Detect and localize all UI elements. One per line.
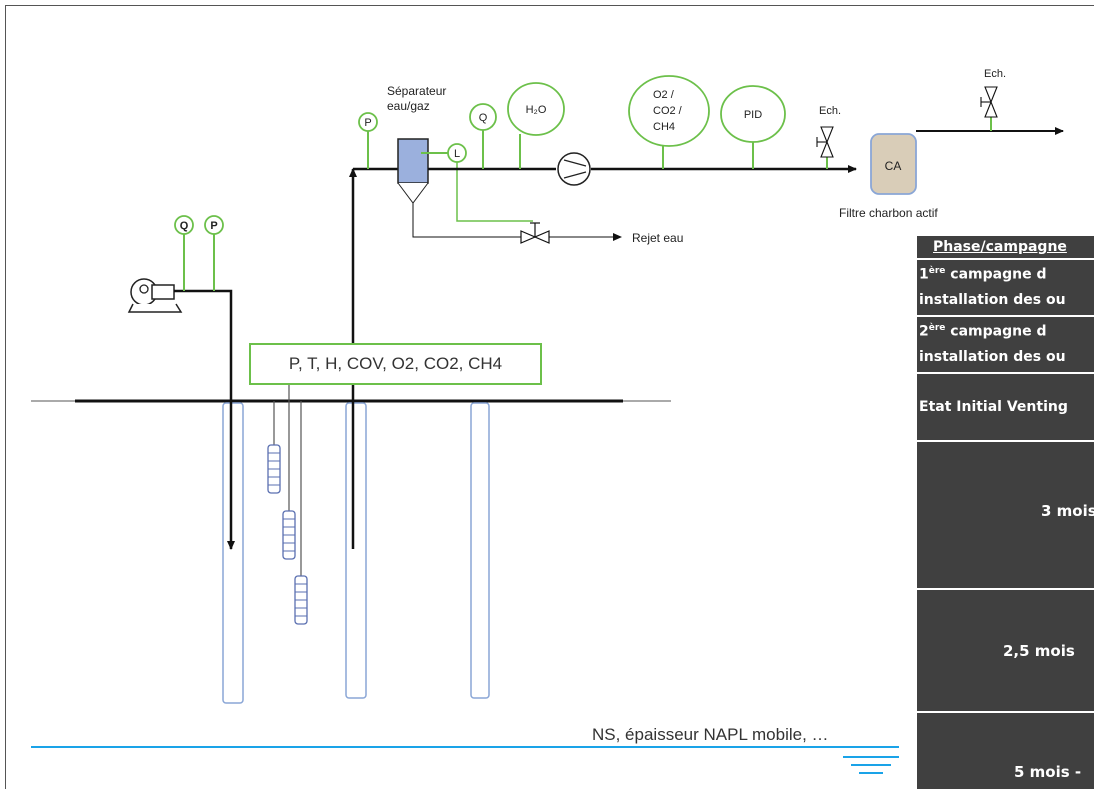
row2-line1: 2ère campagne d (919, 323, 1047, 340)
sample-label-1: Ech. (819, 105, 841, 117)
gauge-pid: PID (720, 85, 786, 143)
svg-text:P: P (210, 220, 217, 232)
row6-text: 5 mois - (1014, 763, 1082, 781)
svg-text:H₂O: H₂O (526, 104, 547, 116)
gauge-h2o: H₂O (507, 82, 565, 136)
svg-text:Q: Q (479, 112, 488, 124)
gauge-o2-co2-ch4: O2 / CO2 / CH4 (628, 75, 710, 147)
row4-text: 3 mois (1041, 502, 1094, 520)
row1-line2: installation des ou (919, 292, 1066, 308)
well-extraction (345, 402, 367, 699)
diagram-frame: Q P P Séparateur eau/gaz L Rejet eau (5, 5, 1094, 789)
table-header-text: Phase/campagne (933, 239, 1067, 255)
svg-text:CA: CA (885, 159, 902, 173)
soil-gas-probes (267, 381, 308, 625)
gauge-p-separator: P (358, 112, 378, 132)
gauge-p-blower: P (204, 215, 224, 235)
row5-text: 2,5 mois (1003, 642, 1075, 660)
row3-text: Etat Initial Venting (919, 399, 1068, 415)
sample-valve-2-icon (980, 86, 998, 118)
sample-valve-1-icon (816, 126, 834, 158)
campaign-table: Phase/campagne 1ère campagne d installat… (917, 236, 1094, 789)
svg-text:P: P (364, 117, 371, 129)
gauge-q-blower: Q (174, 215, 194, 235)
filter-label: Filtre charbon actif (839, 206, 938, 220)
gauge-level: L (447, 143, 467, 163)
table-row: 2,5 mois (917, 590, 1094, 713)
sensor-parameters-box: P, T, H, COV, O2, CO2, CH4 (249, 343, 542, 385)
water-reject-label: Rejet eau (632, 231, 683, 245)
table-row: Etat Initial Venting (917, 374, 1094, 442)
svg-text:Q: Q (180, 220, 189, 232)
gauge-q-line: Q (469, 103, 497, 131)
svg-text:CO2 /: CO2 / (653, 105, 683, 117)
svg-text:CH4: CH4 (653, 121, 675, 133)
table-header: Phase/campagne (917, 236, 1094, 260)
svg-text:PID: PID (744, 109, 762, 121)
process-diagram: Q P P Séparateur eau/gaz L Rejet eau (31, 68, 1064, 774)
well-monitoring (470, 402, 490, 699)
row1-line1: 1ère campagne d (919, 266, 1047, 283)
separator-label-2: eau/gaz (387, 99, 430, 113)
svg-text:L: L (454, 148, 460, 160)
svg-text:O2 /: O2 / (653, 89, 675, 101)
separator-label-1: Séparateur (387, 84, 446, 98)
water-gas-separator (397, 138, 429, 204)
blower-icon (127, 278, 183, 313)
injection-pipe (174, 289, 235, 550)
row2-line2: installation des ou (919, 349, 1066, 365)
table-row: 3 mois (917, 442, 1094, 590)
sample-label-2: Ech. (984, 68, 1006, 80)
sensor-parameters-text: P, T, H, COV, O2, CO2, CH4 (288, 354, 503, 373)
activated-carbon-filter: CA (870, 133, 917, 195)
table-row: 2ère campagne d installation des ou (917, 317, 1094, 374)
water-reject-valve-icon (520, 222, 550, 244)
groundwater-label: NS, épaisseur NAPL mobile, … (592, 725, 829, 744)
pump-icon (557, 152, 591, 186)
well-injection (222, 402, 244, 704)
table-row: 1ère campagne d installation des ou (917, 260, 1094, 317)
water-table-icon (843, 756, 899, 774)
table-row: 5 mois - (917, 713, 1094, 789)
